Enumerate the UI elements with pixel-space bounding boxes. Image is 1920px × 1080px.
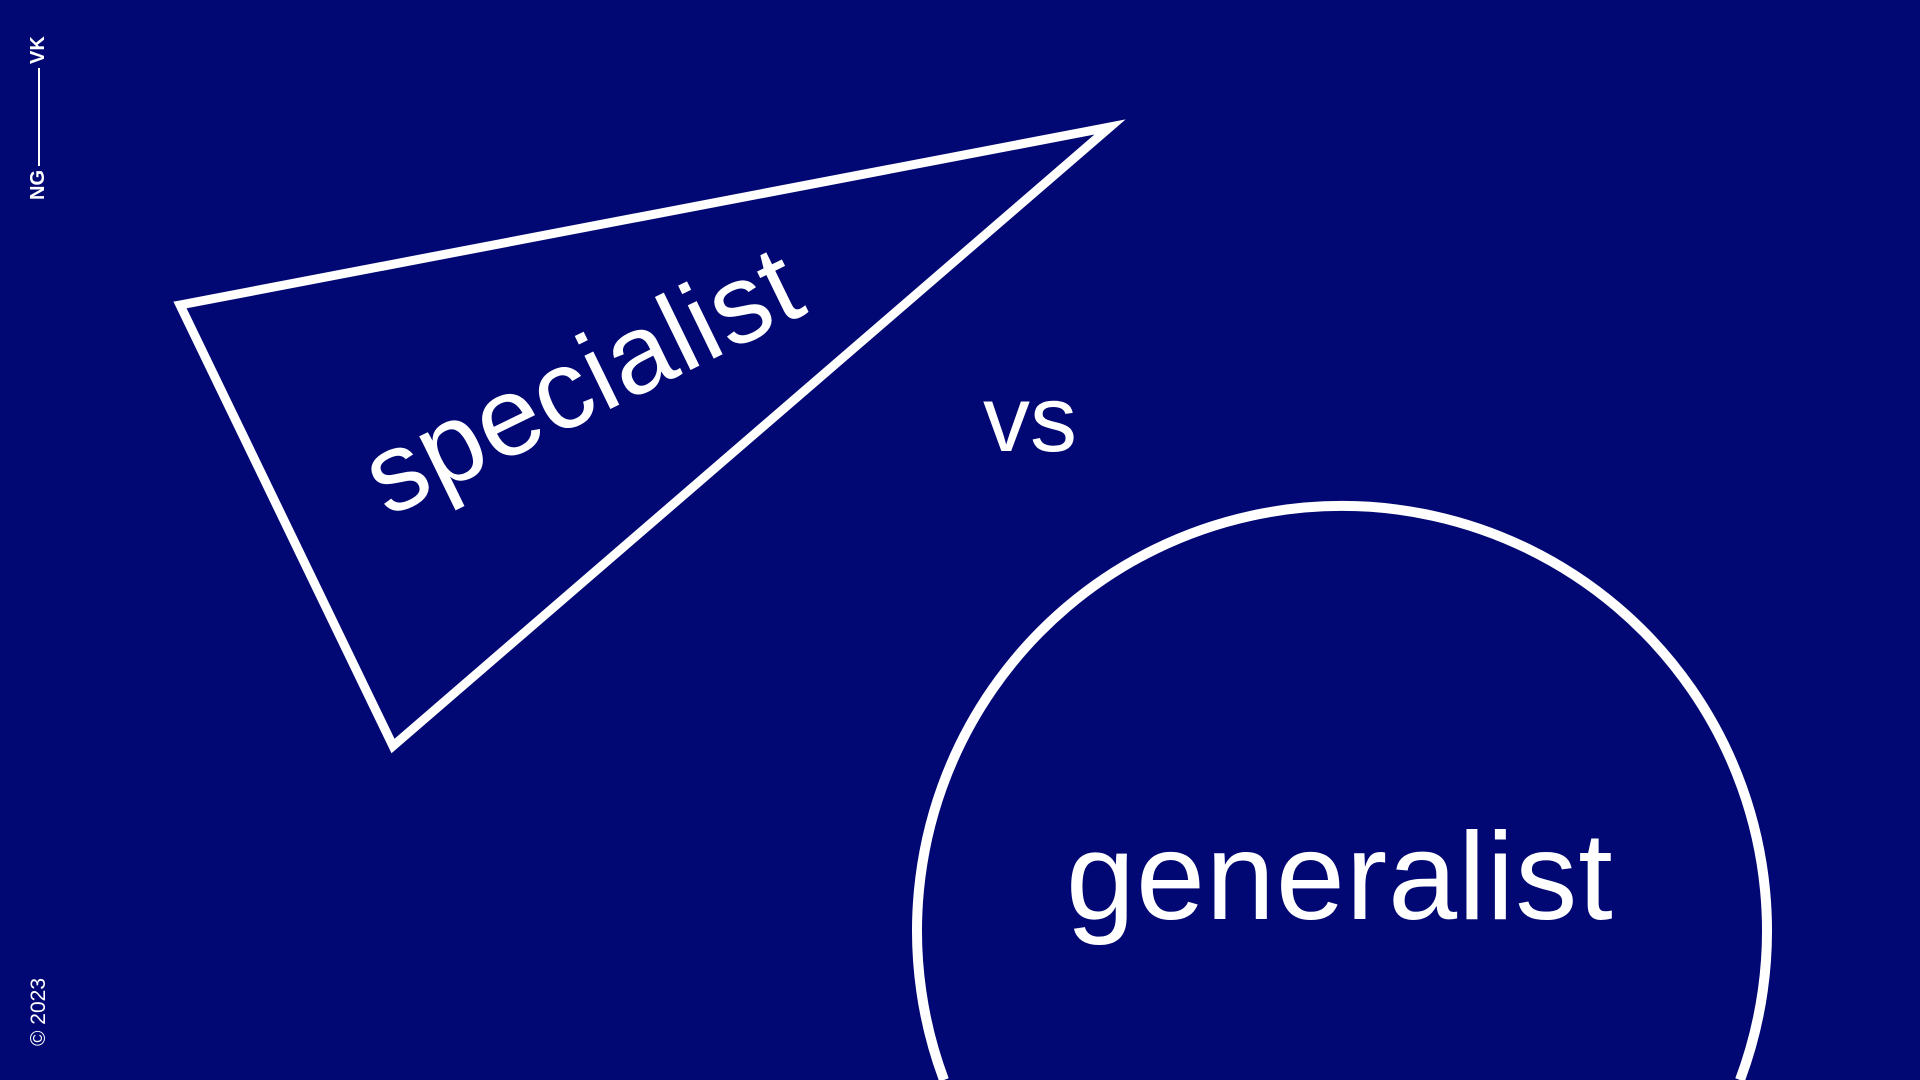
generalist-text: generalist [1066,808,1614,946]
vs-text: vs [983,366,1077,471]
circle-shape [912,500,1772,1080]
triangle-shape [173,119,1126,754]
